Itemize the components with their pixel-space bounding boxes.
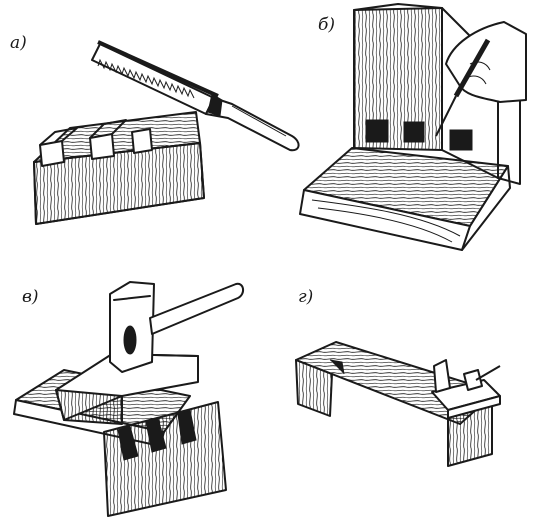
panel-g-label: г) (298, 287, 313, 307)
panel-a-label: a) (10, 33, 27, 53)
hammer-assembly-illustration (13, 281, 244, 517)
saw-cutting-tenons-illustration (33, 40, 300, 225)
chisel-marking-illustration (299, 3, 527, 251)
panel-a: a) (10, 33, 300, 225)
panel-g: г) (295, 287, 501, 467)
plane-finishing-illustration (295, 341, 501, 467)
panel-v-label: в) (22, 287, 39, 307)
panel-b-label: б) (318, 15, 335, 35)
panel-b: б) (299, 3, 527, 251)
panel-v: в) (13, 281, 244, 517)
